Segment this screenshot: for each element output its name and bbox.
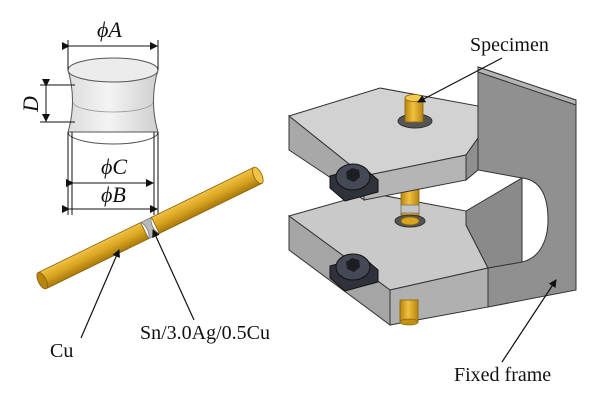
solder-leader [152, 229, 195, 321]
fixed-frame-leader [501, 279, 557, 363]
joint-waist-line [72, 101, 154, 113]
solder-joint-detail: ϕA D ϕC ϕB [18, 17, 159, 215]
rod-left-segment [37, 222, 150, 290]
dim-c-label: ϕC [101, 154, 127, 179]
dim-d-label: D [18, 96, 43, 113]
cu-label: Cu [50, 340, 73, 362]
upper-arm-right-face [465, 136, 479, 182]
copper-rod [36, 166, 264, 290]
fixed-frame-label: Fixed frame [454, 364, 551, 386]
rod-left-end [36, 271, 48, 290]
dim-a-label: ϕA [97, 17, 122, 42]
solder-label: Sn/3.0Ag/0.5Cu [140, 322, 270, 344]
rod-right-end [252, 166, 264, 185]
rod-right-segment [150, 166, 263, 234]
screw-upper-socket [346, 168, 360, 182]
cu-leader [80, 249, 120, 339]
joint-bottom-edge [67, 131, 159, 145]
specimen-leader [417, 57, 503, 103]
lower-arm-back [465, 177, 523, 269]
screw-lower-socket [346, 258, 360, 272]
dim-b-label: ϕB [101, 182, 126, 207]
fixed-frame-assembly [287, 66, 577, 326]
screw-upper [329, 163, 379, 202]
specimen-gap-solder [400, 204, 420, 214]
joint-top-face [67, 57, 159, 83]
specimen-label: Specimen [470, 34, 549, 56]
lower-pin-end [399, 318, 419, 326]
frame-side-face [477, 66, 577, 308]
screw-lower [329, 253, 379, 292]
lower-hole-pin [400, 216, 420, 226]
